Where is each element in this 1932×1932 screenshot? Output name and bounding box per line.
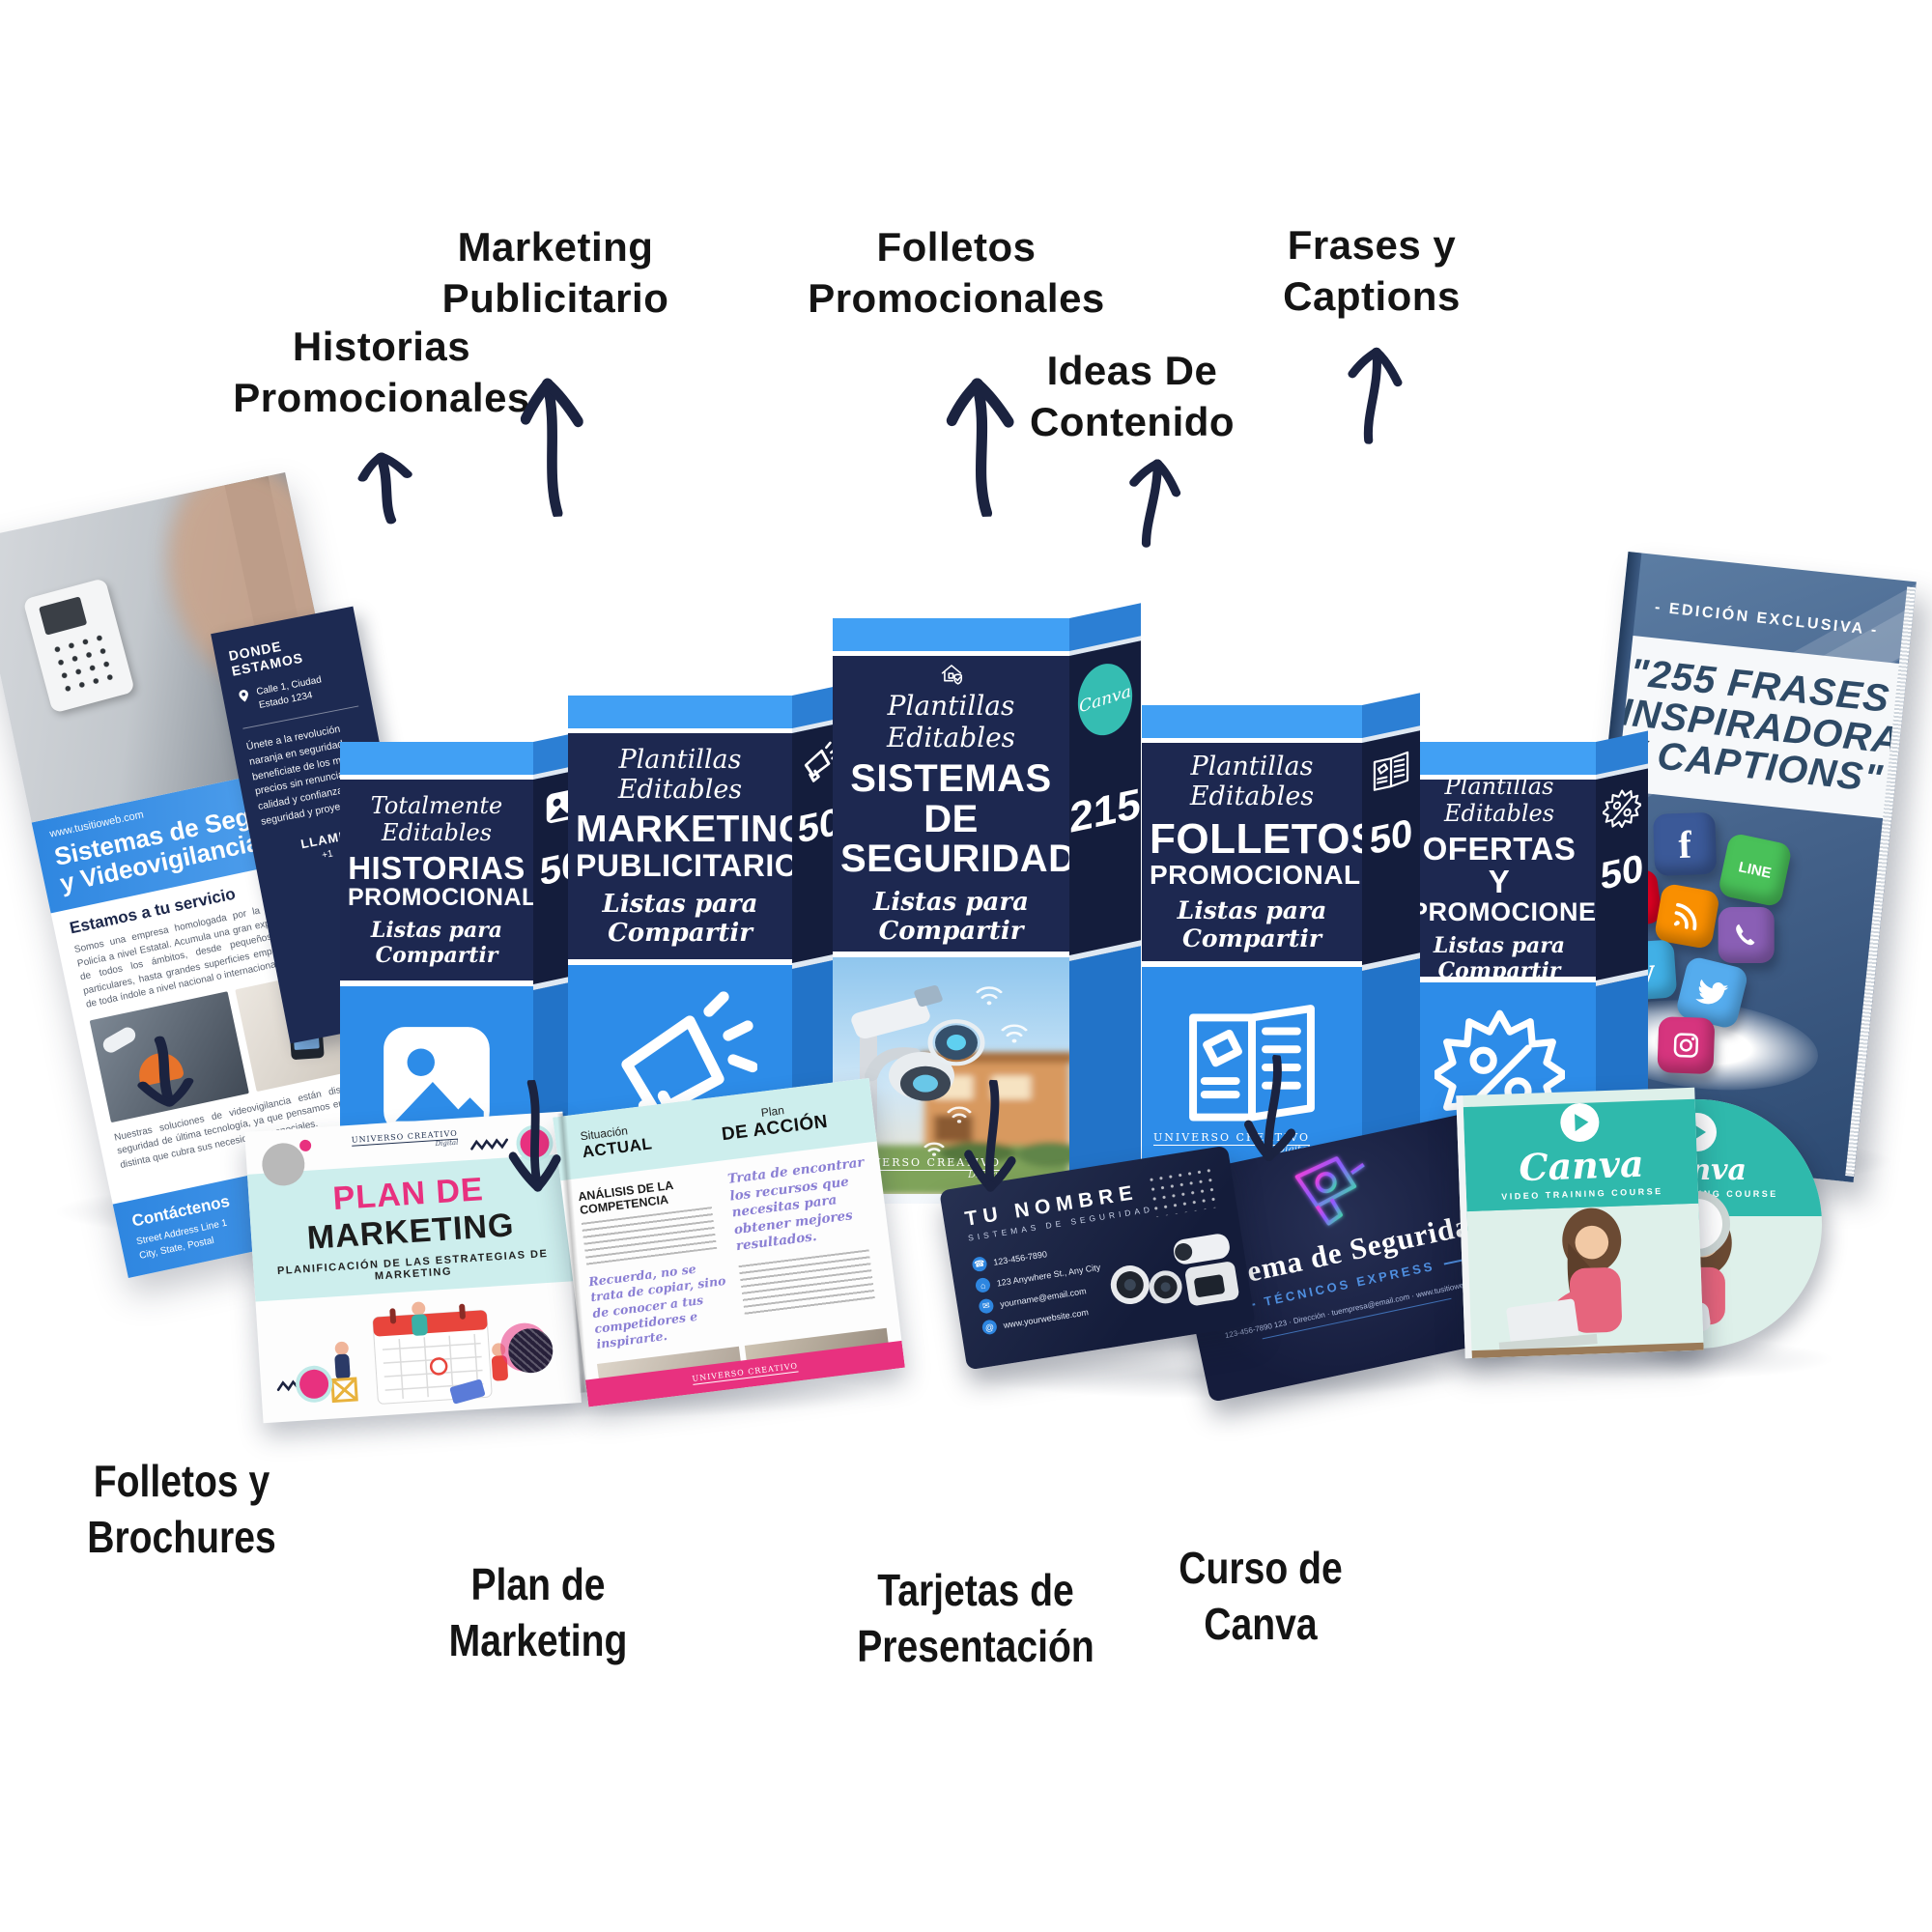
rss-icon bbox=[1653, 882, 1721, 951]
label-historias-promocionales: Historias Promocionales bbox=[233, 324, 530, 420]
label-ideas-de-contenido: Ideas De Contenido bbox=[1029, 348, 1236, 444]
line-icon: LINE bbox=[1717, 832, 1793, 908]
arrow-up-marketing bbox=[520, 378, 583, 520]
label-plan-de-marketing: Plan de Marketing bbox=[448, 1559, 628, 1665]
quote-resources: Trata de encontrar los recursos que nece… bbox=[726, 1154, 866, 1255]
arrow-down-brochures bbox=[137, 1036, 194, 1107]
box-title: SISTEMAS DE SEGURIDAD bbox=[840, 757, 1077, 881]
camera-cluster-photo bbox=[1090, 1218, 1249, 1341]
label-frases-y-captions: Frases y Captions bbox=[1283, 222, 1461, 319]
instagram-icon bbox=[1657, 1015, 1716, 1074]
placeholder-text-lines bbox=[738, 1249, 876, 1316]
phone-icon: ☎ bbox=[971, 1256, 988, 1273]
dots-decoration bbox=[1146, 1165, 1220, 1218]
canva-course-case: Canva VIDEO TRAINING COURSE bbox=[1456, 1087, 1704, 1359]
calendar-illustration bbox=[256, 1291, 582, 1419]
home-icon: ⌂ bbox=[974, 1276, 992, 1293]
social-media-cubes: f LINE p v bbox=[1577, 796, 1891, 1100]
discount-icon bbox=[1603, 785, 1641, 833]
arrow-up-folletos bbox=[946, 378, 1014, 519]
business-card-tecnicos-express: Sistema de Seguridad TÉCNICOS EXPRESS 12… bbox=[1162, 1111, 1525, 1403]
facebook-icon: f bbox=[1653, 811, 1718, 876]
universo-creativo-logo: UNIVERSO CREATIVO Digital bbox=[351, 1128, 459, 1149]
twitter-icon bbox=[1674, 954, 1750, 1031]
box-title: OFERTAS Y PROMOCIONES bbox=[1410, 830, 1615, 927]
quote-competitors: Recuerda, no se trata de copiar, sino de… bbox=[587, 1261, 727, 1351]
label-folletos-promocionales: Folletos Promocionales bbox=[808, 224, 1105, 321]
neon-camera-icon bbox=[1265, 1142, 1397, 1252]
people-figures bbox=[330, 1301, 508, 1404]
brochure-left-page: UNIVERSO CREATIVO Digital PLAN DE MARKET… bbox=[244, 1111, 582, 1424]
viber-icon bbox=[1718, 906, 1775, 963]
arrow-down-plan bbox=[508, 1078, 561, 1192]
canva-brand: Canva bbox=[1518, 1141, 1645, 1190]
brochure-plan-de-marketing: UNIVERSO CREATIVO Digital PLAN DE MARKET… bbox=[242, 1077, 905, 1426]
play-icon bbox=[1559, 1102, 1601, 1143]
security-keypad bbox=[22, 578, 135, 714]
label-marketing-publicitario: Marketing Publicitario bbox=[441, 224, 669, 321]
woman-with-laptop-photo bbox=[1464, 1203, 1704, 1359]
home-security-icon bbox=[921, 662, 982, 686]
arrow-down-tarjetas bbox=[964, 1078, 1016, 1192]
book-255-frases: - EDICIÓN EXCLUSIVA - "255 FRASES INSPIR… bbox=[1565, 552, 1917, 1182]
arrow-up-ideas bbox=[1129, 459, 1181, 548]
label-tarjetas-de-presentacion: Tarjetas de Presentación bbox=[857, 1565, 1094, 1671]
box-title: HISTORIAS PROMOCIONALES bbox=[348, 849, 571, 912]
business-card-tu-nombre: TU NOMBRE SISTEMAS DE SEGURIDAD ☎123-456… bbox=[939, 1145, 1256, 1371]
book-title-band: "255 FRASES INSPIRADORAS Y CAPTIONS" bbox=[1603, 634, 1917, 819]
canva-badge: Canva bbox=[1074, 656, 1136, 743]
arrow-up-frases bbox=[1348, 347, 1403, 444]
product-box-folletos-promocionales: Plantillas Editables FOLLETOS PROMOCIONA… bbox=[1142, 693, 1420, 1167]
box-title: MARKETING PUBLICITARIO bbox=[576, 809, 809, 883]
web-icon: @ bbox=[980, 1319, 998, 1336]
brochure-right-page: Situación ACTUAL Plan DE ACCIÓN ANÁLISIS… bbox=[553, 1077, 905, 1407]
wifi-icons bbox=[923, 986, 1028, 1156]
arrow-down-curso bbox=[1244, 1053, 1296, 1161]
label-folletos-y-brochures: Folletos y Brochures bbox=[87, 1456, 276, 1562]
brochure-icon bbox=[1371, 748, 1411, 797]
mail-icon: ✉ bbox=[978, 1297, 995, 1315]
label-curso-de-canva: Curso de Canva bbox=[1179, 1543, 1343, 1649]
location-pin-icon bbox=[236, 688, 253, 705]
universo-creativo-logo: UNIVERSO CREATIVO bbox=[692, 1361, 799, 1386]
arrow-up-historias bbox=[357, 452, 412, 525]
placeholder-text-lines bbox=[581, 1207, 718, 1265]
box-title: FOLLETOS PROMOCIONALES bbox=[1150, 814, 1398, 891]
